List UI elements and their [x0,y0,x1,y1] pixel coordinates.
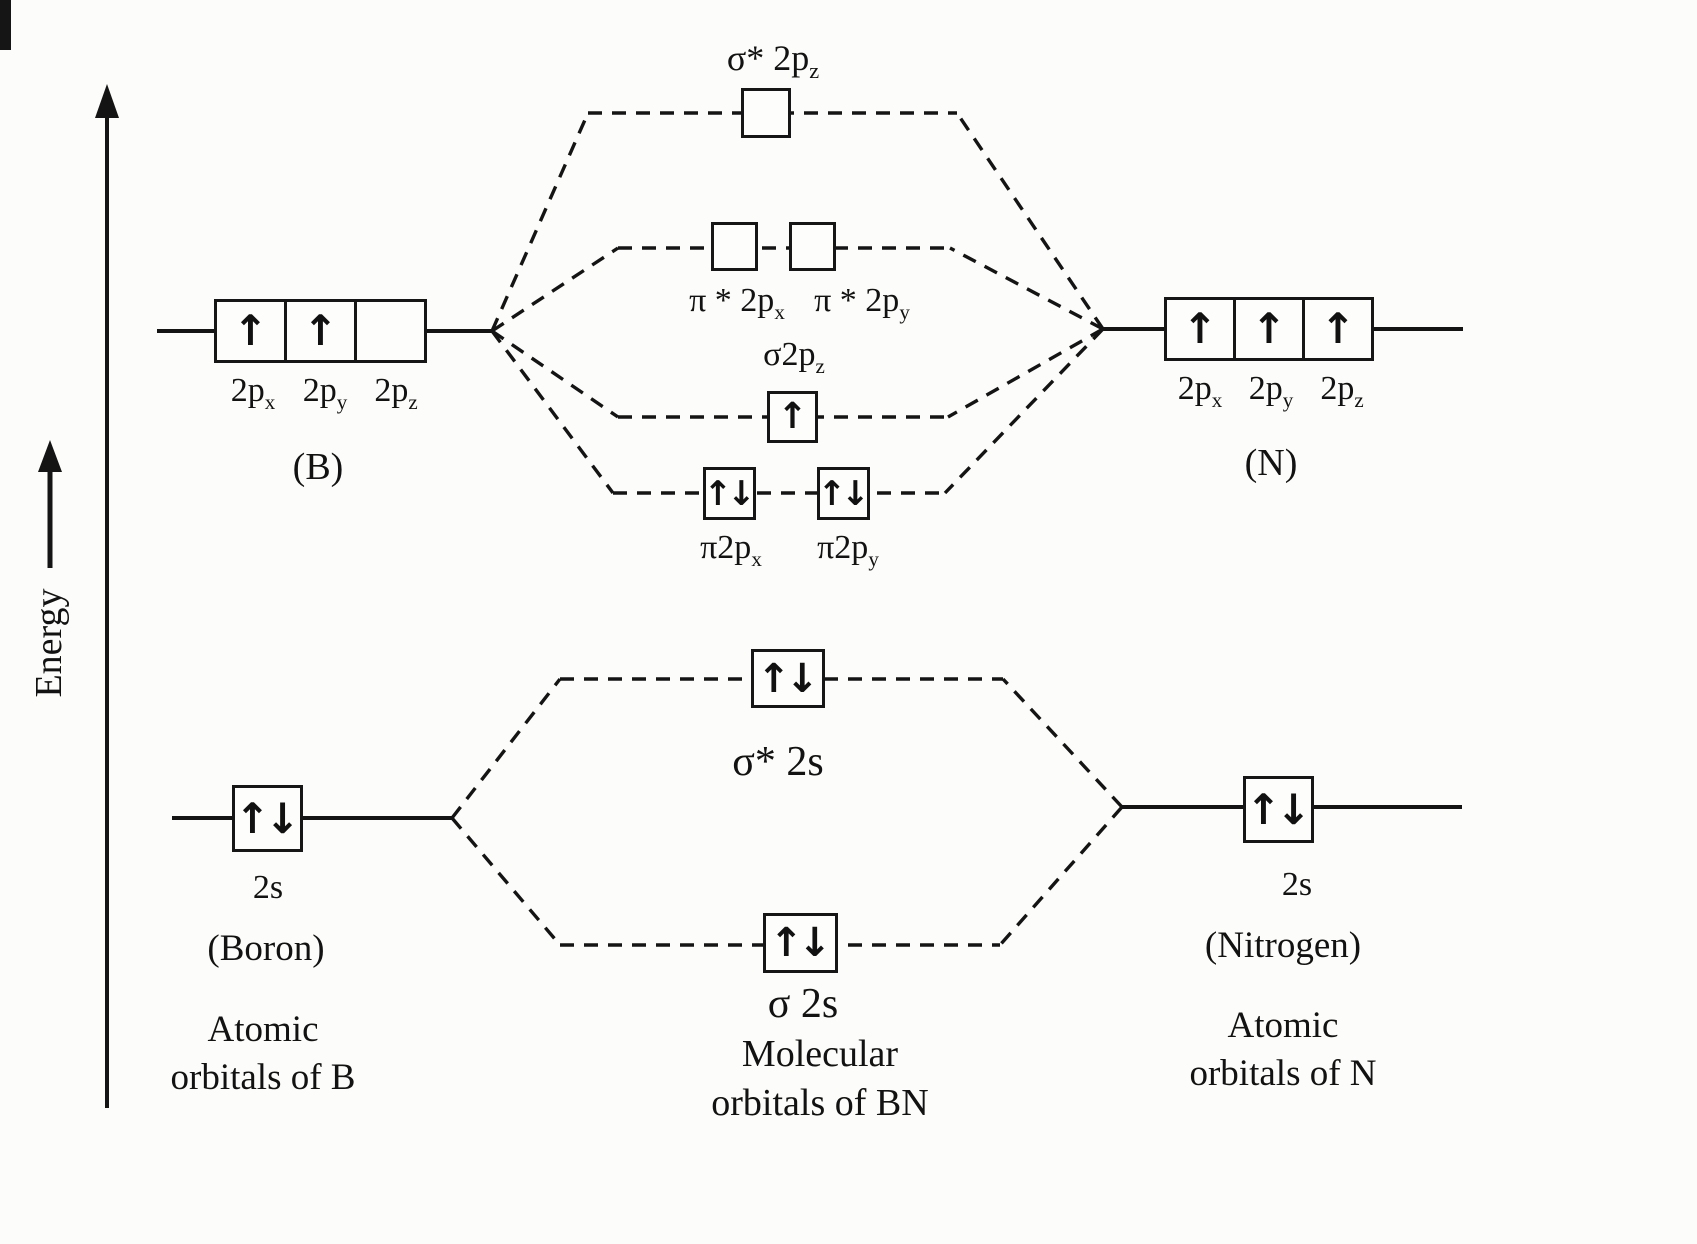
label-sub: z [1354,387,1364,412]
b-name: (Boron) [207,928,325,969]
pi-star-2py-box [789,222,836,271]
energy-label-arrowhead-icon [38,440,62,472]
label-sub: y [336,389,348,414]
electron-arrow: ↑ [1182,304,1217,353]
label-sub: z [809,58,820,84]
electron-pair-arrows: ↑↓ [234,793,300,843]
sigma-star-2s-label: σ* 2s [732,739,824,785]
n-2pz-label: 2pz [1320,369,1363,412]
electron-pair-arrows: ↑↓ [817,473,870,514]
label-base: 2p [1320,370,1355,407]
b-2pz-box [354,299,427,363]
electron-arrow: ↑ [302,306,338,355]
label-base: 2p [230,372,265,409]
pi-star-2px-label: π * 2px [689,281,785,324]
n-2p-orbital-boxes: ↑ ↑ ↑ [1164,297,1374,361]
label-base: π2p [700,529,752,566]
sigma-2pz-label: σ2pz [763,335,825,378]
sigma-star-2s-box: ↑↓ [751,649,825,708]
electron-pair-arrows: ↑↓ [756,655,819,702]
scan-artifact [0,0,11,50]
connector [450,677,562,820]
sigma-star-2pz-box [741,88,791,138]
b-2p-orbital-boxes: ↑ ↑ [214,299,427,363]
b-2s-box: ↑↓ [232,785,303,852]
n-name: (Nitrogen) [1204,925,1362,966]
label-sub: x [264,389,276,414]
pi-star-2px-box [711,222,758,271]
label-sub: x [774,299,785,324]
sigma-star-2pz-label: σ* 2pz [727,38,819,84]
label-base: π * 2p [814,282,900,319]
pi-star-2py-label: π * 2py [814,281,910,324]
electron-arrow: ↑ [777,396,807,437]
label-base: 2p [374,372,409,409]
connector [947,327,1104,419]
electron-pair-arrows: ↑↓ [769,920,831,966]
label-base: π * 2p [689,282,775,319]
electron-pair-arrows: ↑↓ [1245,784,1311,834]
electron-arrow: ↑ [232,306,268,355]
label-base: σ2p [763,336,816,373]
label-sub: y [868,546,879,571]
connector [1001,677,1124,809]
b-2py-label: 2py [303,371,348,414]
connector [491,246,619,333]
b-symbol: (B) [292,446,344,488]
connector [490,329,615,495]
n-2py-label: 2py [1249,369,1294,412]
pi-2px-label: π2px [700,528,762,571]
label-sub: z [408,389,418,414]
b-2py-box: ↑ [284,299,357,363]
n-2pz-box: ↑ [1302,297,1374,361]
sigma-2s-label: σ 2s [767,981,839,1027]
pi-2py-label: π2py [817,528,879,571]
n-caption: Atomic orbitals of N [1189,1005,1377,1095]
energy-axis-arrowhead-icon [95,84,119,118]
label-base: 2p [1248,370,1283,407]
n-2s-label: 2s [1281,866,1313,903]
energy-axis-label: Energy [28,588,70,698]
sigma-2s-box: ↑↓ [763,913,838,973]
b-caption: Atomic orbitals of B [170,1009,356,1099]
label-base: σ* 2p [726,38,810,78]
connector [955,112,1105,330]
label-sub: y [899,299,910,324]
label-sub: x [751,546,762,571]
connector [998,805,1124,947]
label-sub: y [1282,387,1294,412]
n-2px-box: ↑ [1164,297,1236,361]
mo-caption: Molecular orbitals of BN [711,1033,929,1125]
electron-arrow: ↑ [1251,304,1286,353]
pi-2px-box: ↑↓ [703,467,756,520]
connector [450,816,562,947]
label-sub: x [1211,387,1223,412]
electron-arrow: ↑ [1320,304,1355,353]
label-base: π2p [817,529,869,566]
b-2pz-label: 2pz [374,371,417,414]
connector [949,246,1104,331]
electron-pair-arrows: ↑↓ [703,473,756,514]
connector [491,329,619,419]
n-2s-box: ↑↓ [1243,776,1314,843]
sigma-2pz-box: ↑ [767,391,818,443]
pi-2py-box: ↑↓ [817,467,870,520]
label-base: 2p [302,372,337,409]
b-2px-label: 2px [231,371,276,414]
label-base: 2p [1177,370,1212,407]
n-2px-label: 2px [1178,369,1223,412]
n-2py-box: ↑ [1233,297,1305,361]
label-sub: z [815,353,825,378]
n-symbol: (N) [1244,442,1298,484]
b-2s-label: 2s [252,869,284,906]
connector [943,327,1105,495]
connector [490,112,590,332]
b-2px-box: ↑ [214,299,287,363]
